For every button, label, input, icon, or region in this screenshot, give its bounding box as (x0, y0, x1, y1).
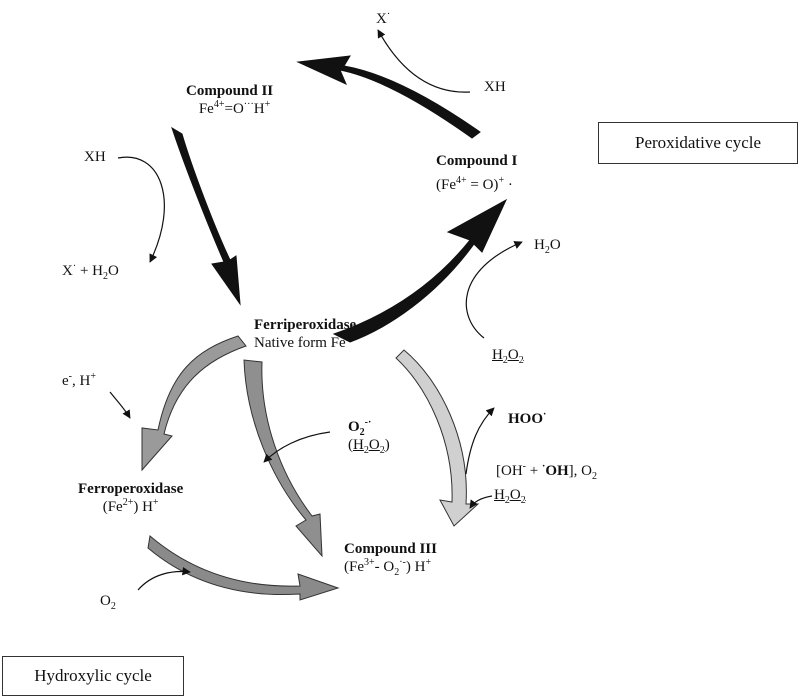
arrow-compound-iii-to-ferri-right (395, 349, 480, 527)
compound-iii-formula: (Fe3+- O2·-) H+ (344, 557, 432, 578)
peroxidative-cycle-box: Peroxidative cycle (598, 122, 798, 164)
arrow-to-hoo (465, 407, 495, 475)
arrow-xh-top-to-x-radical (377, 29, 471, 93)
xh-left-label: XH (84, 149, 106, 165)
x-radical-h2o-label: X· + H2O (62, 261, 119, 282)
compound-i-formula: (Fe4+ = O)+ · (436, 175, 513, 194)
o2-bottom-label: O2 (100, 593, 116, 612)
arrow-ferro-to-compound-iii (147, 535, 340, 601)
arrow-ferri-to-compound-i (332, 198, 508, 343)
arrow-xh-left-to-x-radical (117, 156, 165, 263)
ferroperoxidase-formula: (Fe2+) H+ (102, 497, 159, 516)
ferriperoxidase-label: Ferriperoxidase Native form Fe3+ (254, 316, 356, 352)
compound-i-label: Compound I (Fe4+ = O)+ · (436, 152, 517, 194)
x-radical-top-label: X· (376, 10, 390, 28)
h2o2-bottom-label: H2O2 (494, 487, 526, 506)
ferroperoxidase-name: Ferroperoxidase (78, 481, 184, 497)
arrow-compound-ii-to-ferri (171, 126, 241, 306)
e-h-label: e-, H+ (62, 371, 96, 390)
superoxide: O2-· (348, 417, 372, 438)
h2o2-paren: (H2O2) (348, 437, 390, 456)
hoo-label: HOO· (508, 409, 547, 428)
arrow-o2-superoxide-in (263, 431, 331, 463)
h2o-right-label: H2O (534, 237, 561, 256)
xh-top-label: XH (484, 79, 506, 95)
arrow-o2-to-compound-iii (137, 566, 191, 591)
compound-iii-name: Compound III (344, 541, 437, 557)
compound-ii-formula: Fe4+=O···H+ (198, 99, 271, 118)
arrow-eh-to-ferroperoxidase (109, 391, 131, 419)
arrow-compound-i-to-compound-ii (296, 55, 481, 139)
oh-bracket-label: [OH- + ·OH], O2 (496, 461, 597, 482)
compound-ii-name: Compound II (186, 83, 274, 99)
arrow-h2o2-bottom-in (469, 495, 493, 509)
ferriperoxidase-name: Ferriperoxidase (254, 317, 357, 333)
arrow-h2o2-to-h2o (465, 241, 523, 339)
compound-i-name: Compound I (436, 153, 518, 169)
arrow-compound-iii-to-ferri-mid (243, 359, 323, 558)
x-radical-text: X (376, 11, 387, 27)
hydroxylic-cycle-box: Hydroxylic cycle (2, 656, 184, 696)
ferriperoxidase-form: Native form Fe3+ (254, 333, 357, 352)
ferroperoxidase-label: Ferroperoxidase (Fe2+) H+ (78, 480, 183, 516)
compound-iii-label: Compound III (Fe3+- O2·-) H+ (344, 540, 437, 578)
arrow-ferri-to-ferroperoxidase (141, 335, 247, 472)
compound-ii-label: Compound II Fe4+=O···H+ (186, 82, 273, 118)
radical-dot: · (386, 9, 391, 20)
h2o2-right-label: H2O2 (492, 347, 524, 366)
o2-superoxide-label: O2-· (H2O2) (348, 417, 390, 456)
